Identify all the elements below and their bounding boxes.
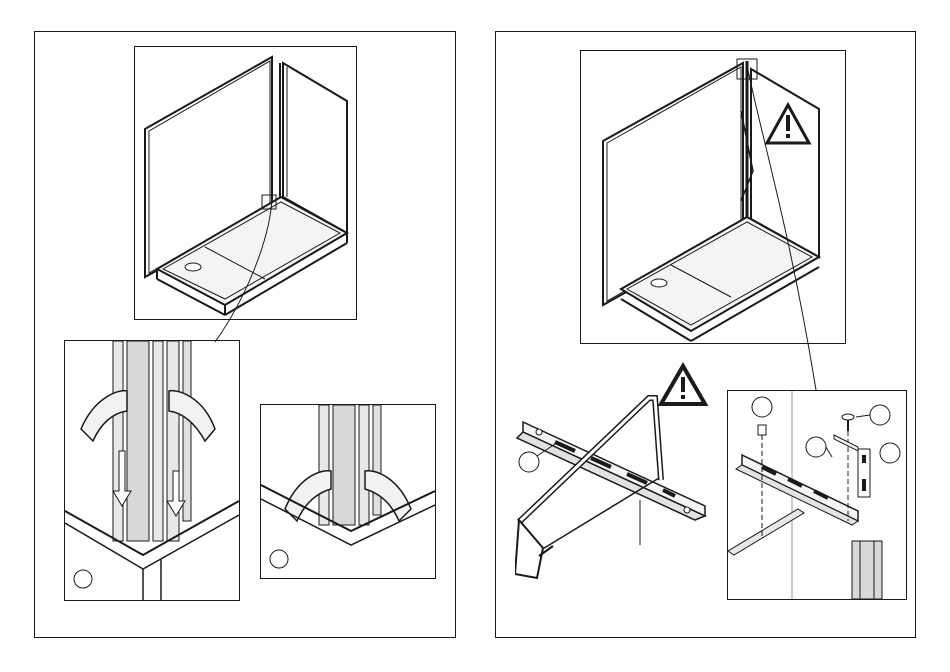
shower-enclosure-overview (134, 46, 357, 320)
warning-triangle-icon (661, 366, 705, 404)
warning-triangle-icon (767, 105, 809, 143)
corner-profile-detail-left (64, 340, 240, 601)
shower-enclosure-wall-overview (580, 50, 846, 344)
wall-bracket-cutting (515, 360, 725, 585)
screw-icon (758, 414, 854, 435)
bracket-fixing-detail (727, 390, 907, 600)
corner-profile-detail-right (260, 404, 436, 579)
